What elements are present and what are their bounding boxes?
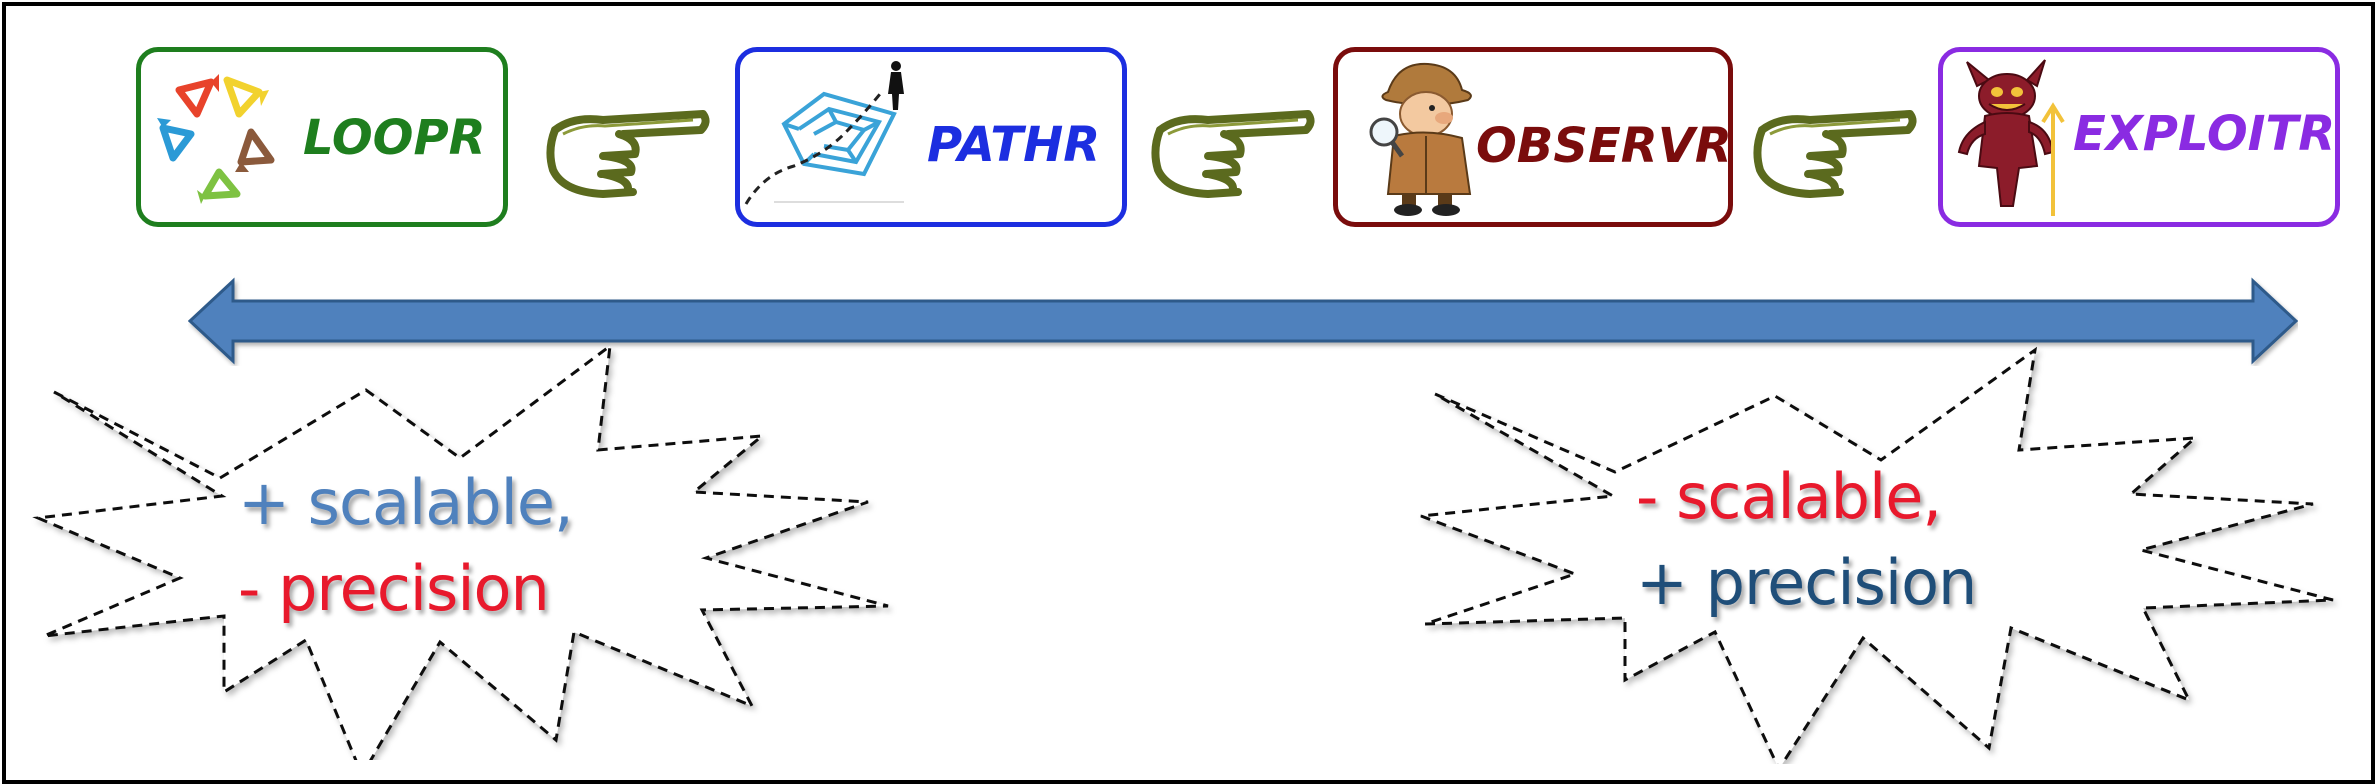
devil-icon bbox=[1957, 59, 2065, 216]
left-starburst-callout bbox=[32, 342, 889, 760]
right-starburst-callout bbox=[1420, 346, 2334, 764]
spectrum-double-arrow bbox=[188, 277, 2298, 365]
left-burst-line1: + scalable, bbox=[238, 466, 574, 539]
pointing-hand-icon bbox=[1151, 110, 1315, 198]
pointing-hand-icon bbox=[546, 110, 710, 198]
tool-label-pathr: PATHR bbox=[927, 117, 1101, 173]
rotating-arrows-icon bbox=[157, 74, 275, 204]
maze-walker-icon bbox=[744, 61, 904, 205]
tool-box-pathr: PATHR bbox=[735, 47, 1127, 227]
right-burst-line1: - scalable, bbox=[1636, 460, 1942, 533]
tool-label-observr: OBSERVR bbox=[1476, 118, 1732, 174]
tool-box-exploitr: EXPLOITR bbox=[1938, 47, 2340, 227]
pointing-hand-icon bbox=[1753, 110, 1917, 198]
tool-box-loopr: LOOPR bbox=[136, 47, 508, 227]
detective-icon bbox=[1369, 62, 1472, 216]
tool-label-exploitr: EXPLOITR bbox=[2073, 106, 2336, 162]
tool-label-loopr: LOOPR bbox=[303, 110, 486, 166]
tool-box-observr: OBSERVR bbox=[1333, 47, 1733, 227]
right-burst-line2: + precision bbox=[1636, 546, 1977, 619]
left-burst-line2: - precision bbox=[238, 552, 550, 625]
